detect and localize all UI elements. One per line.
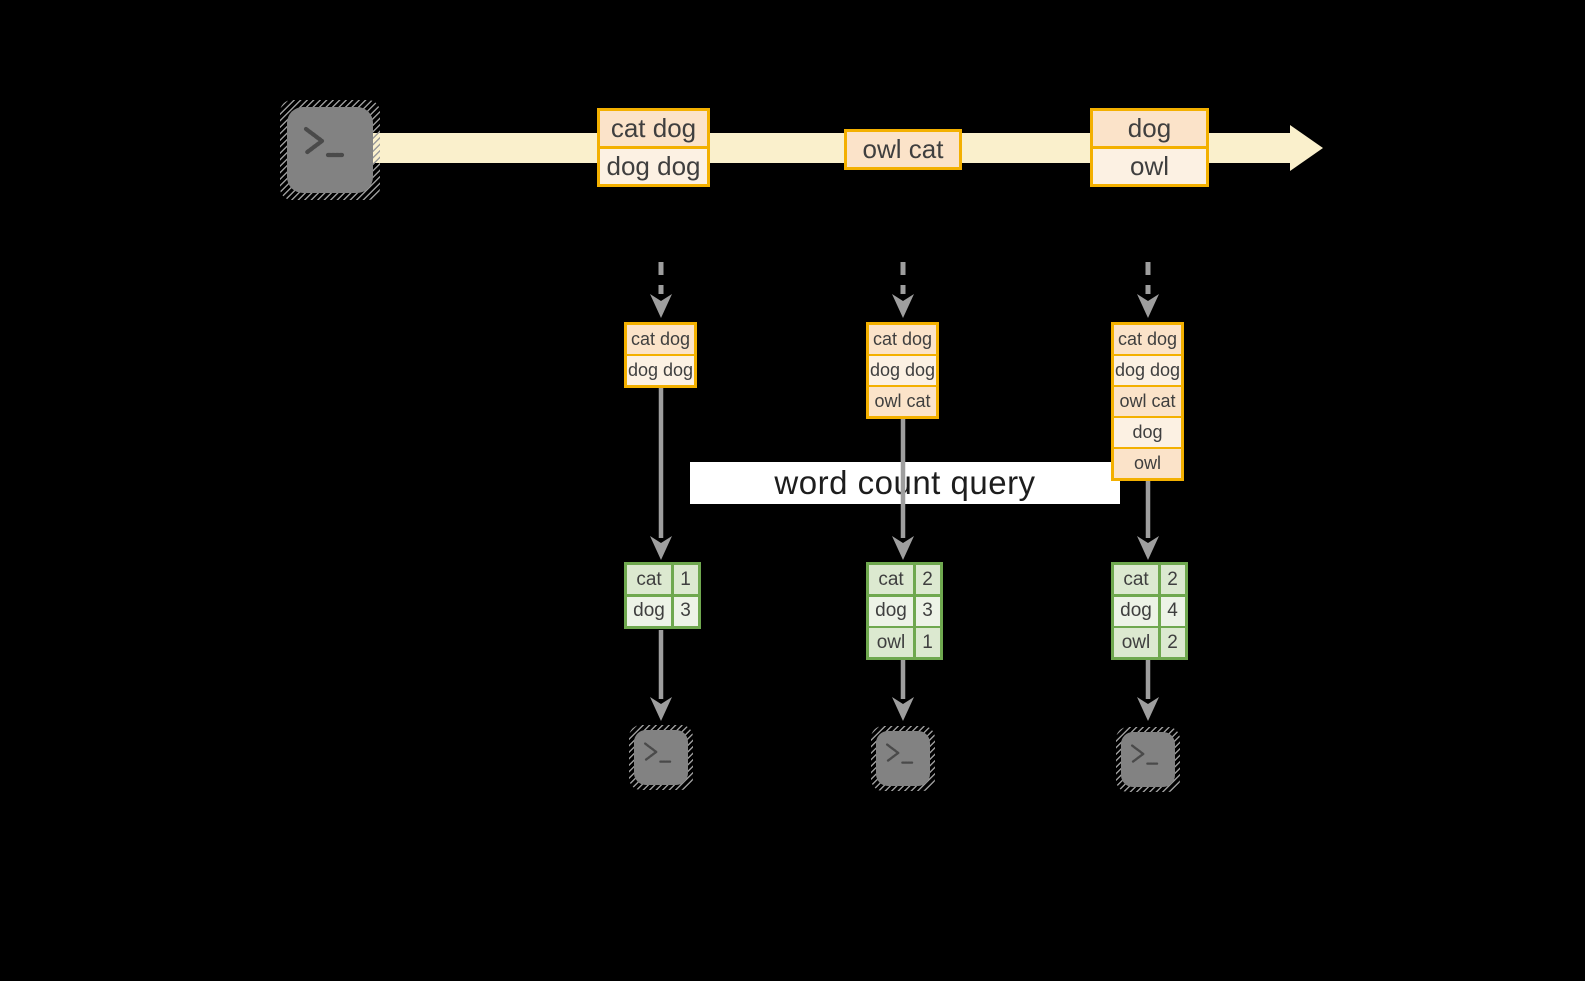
- sink-terminal-icon: [1116, 727, 1180, 792]
- source-terminal-icon: [280, 100, 380, 200]
- terminal-prompt-icon: [885, 743, 914, 764]
- terminal-body: [876, 731, 930, 786]
- word-cell: dog: [627, 596, 671, 626]
- buffer-line: cat dog: [869, 325, 936, 354]
- word-cell: cat: [627, 565, 671, 594]
- buffer-line: dog: [1114, 416, 1181, 447]
- count-cell: 3: [915, 596, 940, 626]
- event-buffer-2: cat dog dog dog owl cat: [866, 322, 939, 419]
- stream-arrowhead-icon: [1290, 125, 1323, 171]
- count-cell: 2: [1160, 565, 1185, 594]
- buffer-line: dog dog: [1114, 354, 1181, 385]
- word-cell: owl: [869, 628, 913, 657]
- event-line: owl: [1093, 146, 1206, 184]
- terminal-body: [634, 730, 688, 785]
- stream-event-3: dog owl: [1090, 108, 1209, 187]
- count-cell: 2: [915, 565, 940, 594]
- arrow-down-icon: [1137, 481, 1159, 560]
- buffer-line: cat dog: [627, 325, 694, 354]
- buffer-line: cat dog: [1114, 325, 1181, 354]
- arrow-down-icon: [1137, 660, 1159, 721]
- stream-event-2: owl cat: [844, 129, 962, 170]
- terminal-body: [287, 107, 373, 193]
- count-table-3: cat 2 dog 4 owl 2: [1111, 562, 1188, 660]
- buffer-line: dog dog: [869, 354, 936, 385]
- dashed-arrow-down-icon: [1137, 262, 1159, 318]
- arrow-down-icon: [892, 418, 914, 560]
- word-cell: cat: [869, 565, 913, 594]
- buffer-line: owl: [1114, 447, 1181, 478]
- count-cell: 2: [1160, 628, 1185, 657]
- count-cell: 4: [1160, 596, 1185, 626]
- event-line: dog dog: [600, 146, 707, 184]
- dashed-arrow-down-icon: [892, 262, 914, 318]
- terminal-prompt-icon: [1130, 744, 1159, 765]
- arrow-down-icon: [892, 660, 914, 721]
- buffer-line: owl cat: [869, 385, 936, 416]
- count-cell: 1: [915, 628, 940, 657]
- count-table-2: cat 2 dog 3 owl 1: [866, 562, 943, 660]
- arrow-down-icon: [650, 386, 672, 560]
- event-line: cat dog: [600, 111, 707, 146]
- event-line: owl cat: [847, 132, 959, 167]
- event-line: dog: [1093, 111, 1206, 146]
- buffer-line: owl cat: [1114, 385, 1181, 416]
- dashed-arrow-down-icon: [650, 262, 672, 318]
- count-cell: 1: [673, 565, 698, 594]
- event-buffer-1: cat dog dog dog: [624, 322, 697, 388]
- word-cell: dog: [869, 596, 913, 626]
- word-cell: cat: [1114, 565, 1158, 594]
- word-cell: owl: [1114, 628, 1158, 657]
- word-cell: dog: [1114, 596, 1158, 626]
- event-buffer-3: cat dog dog dog owl cat dog owl: [1111, 322, 1184, 481]
- arrow-down-icon: [650, 630, 672, 721]
- terminal-body: [1121, 732, 1175, 787]
- sink-terminal-icon: [871, 726, 935, 791]
- buffer-line: dog dog: [627, 354, 694, 385]
- stream-event-1: cat dog dog dog: [597, 108, 710, 187]
- sink-terminal-icon: [629, 725, 693, 790]
- terminal-prompt-icon: [303, 126, 345, 158]
- count-cell: 3: [673, 596, 698, 626]
- terminal-prompt-icon: [643, 742, 672, 763]
- count-table-1: cat 1 dog 3: [624, 562, 701, 629]
